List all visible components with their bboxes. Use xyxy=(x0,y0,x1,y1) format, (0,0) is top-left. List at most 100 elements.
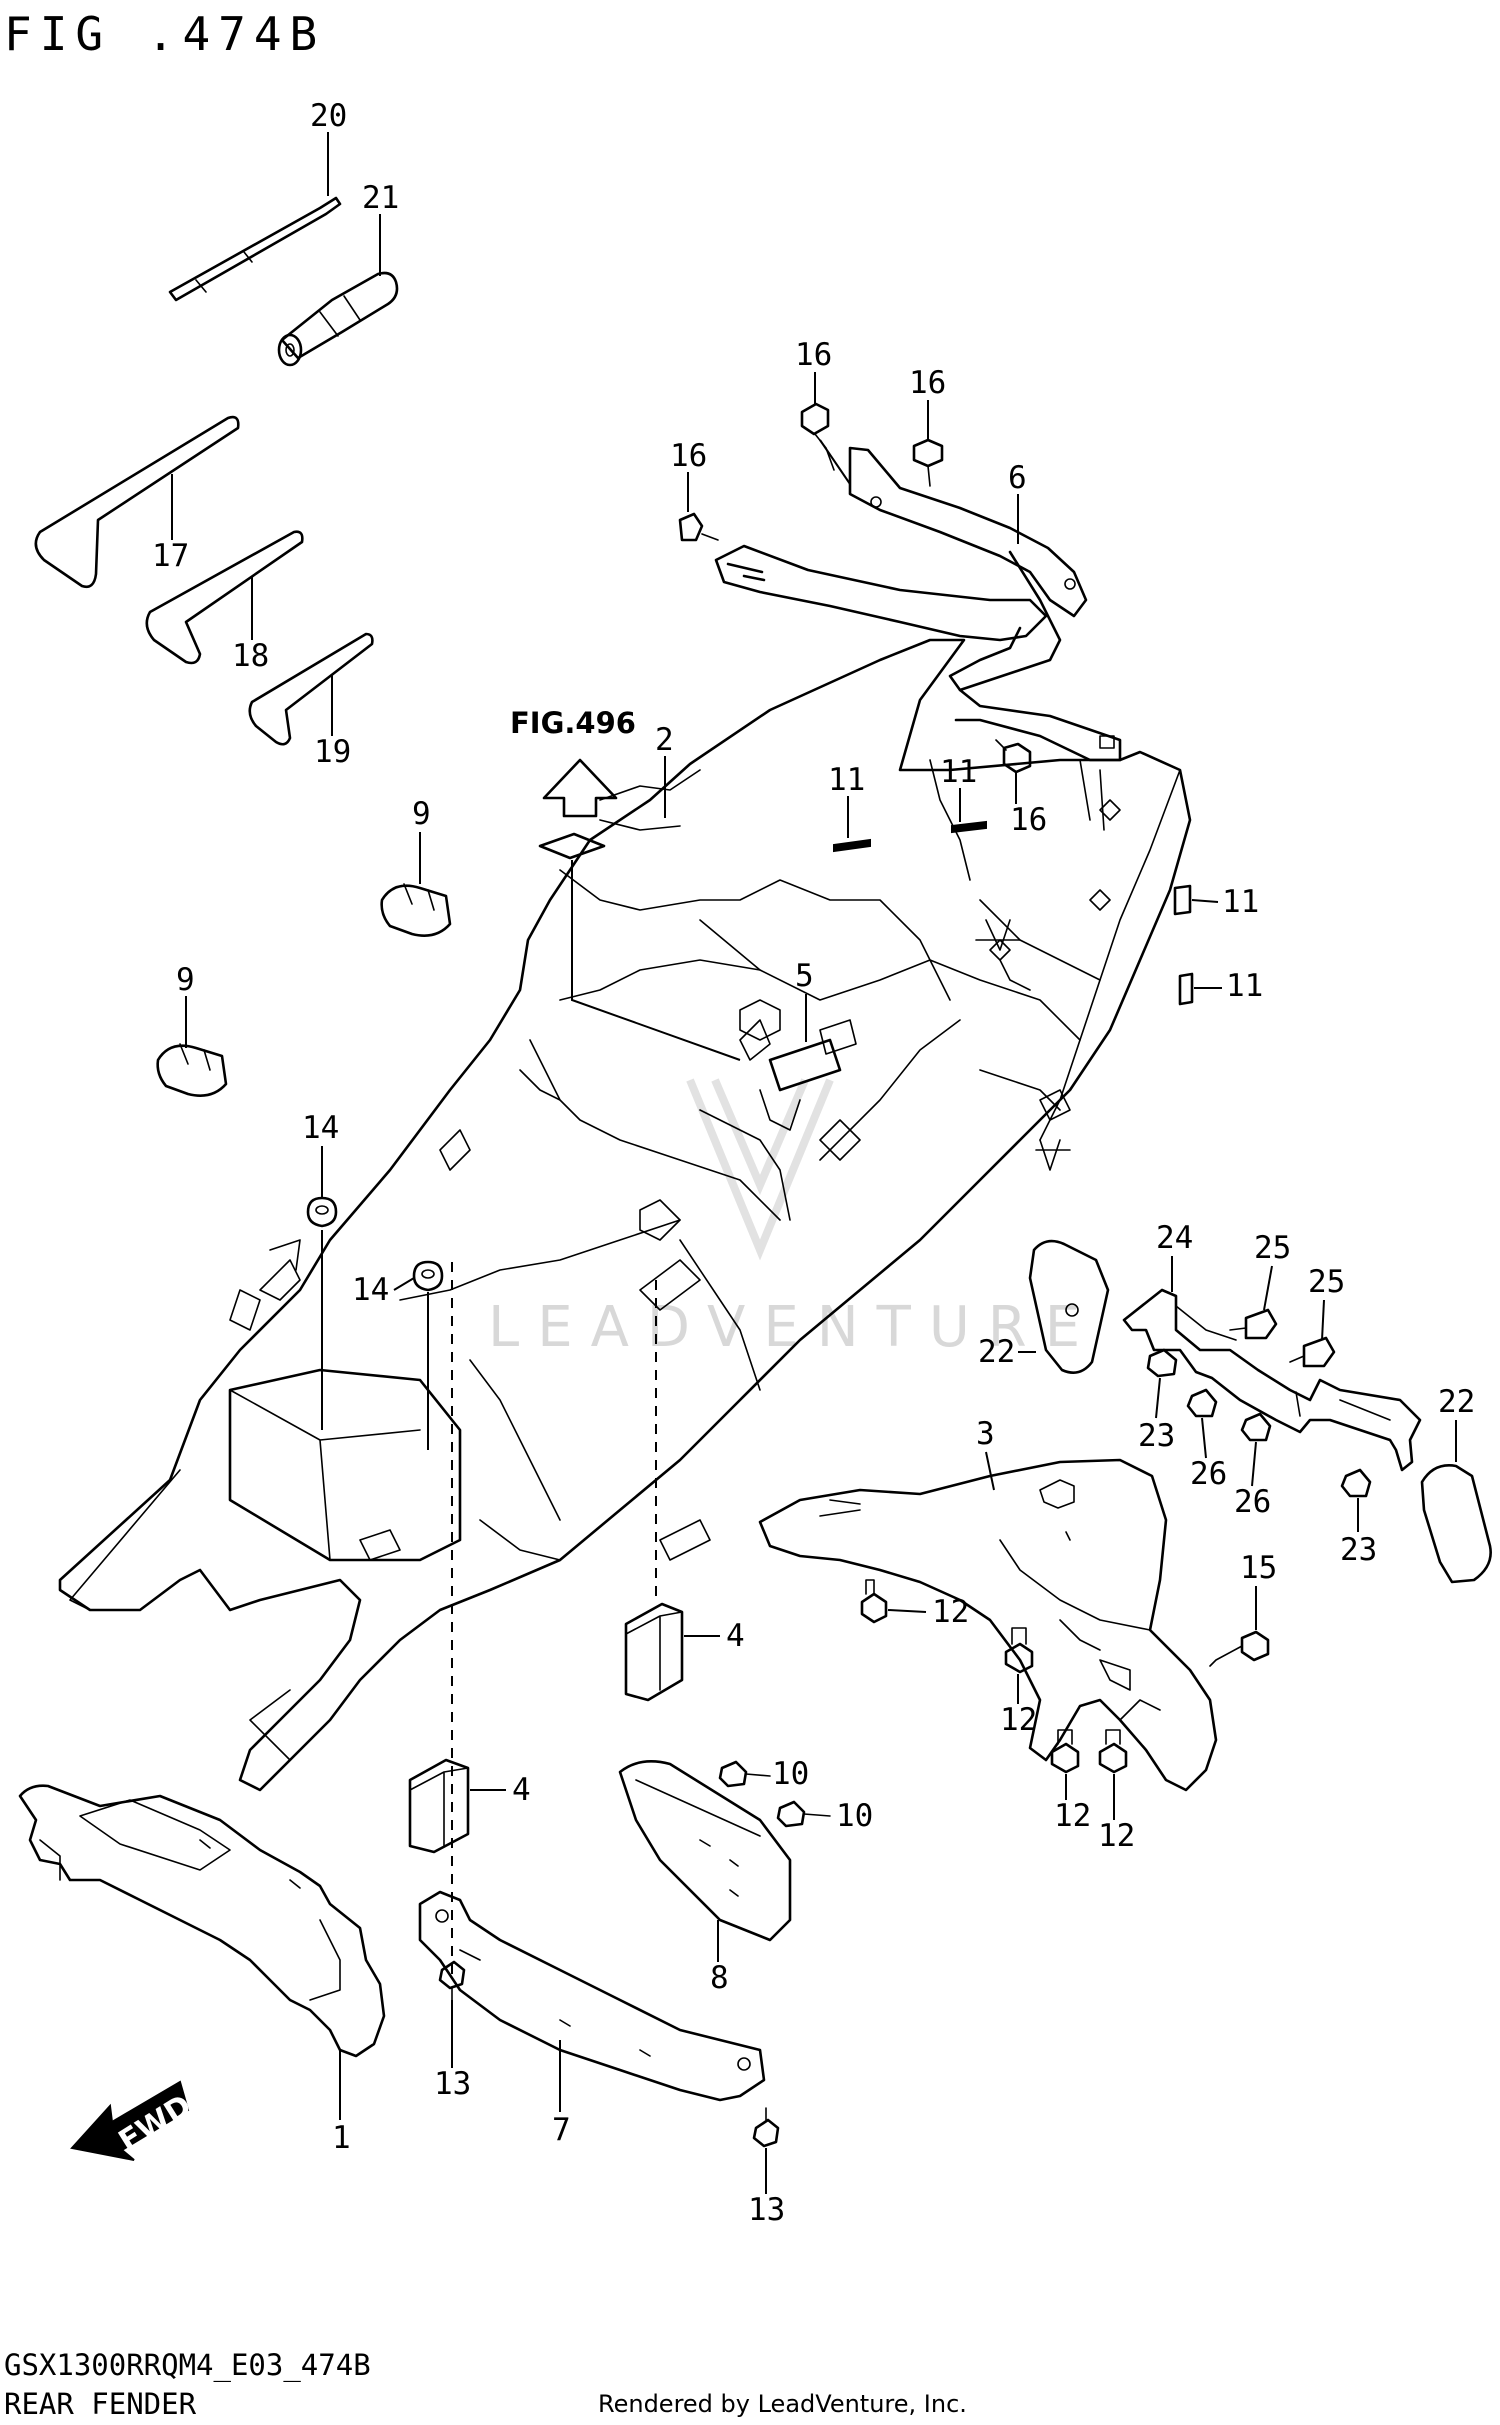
part-4-damper-lower xyxy=(408,1758,470,1854)
watermark-text: LEADVENTURE xyxy=(488,1295,1098,1360)
part-4-damper-upper xyxy=(624,1602,684,1702)
part-6-seat-rail-bracket xyxy=(714,446,1122,762)
part-3-mud-guard xyxy=(758,1458,1218,1792)
callout-25b: 25 xyxy=(1308,1264,1345,1300)
part-12-bolt-b xyxy=(1004,1627,1034,1674)
callout-16d: 16 xyxy=(1010,802,1047,838)
part-22-reflector-upper xyxy=(1028,1239,1110,1374)
part-19-hex-wrench-small xyxy=(248,632,374,746)
part-22-reflector-lower xyxy=(1420,1464,1492,1584)
part-8-cover-plate xyxy=(618,1760,792,1942)
callout-16a: 16 xyxy=(795,337,832,373)
callout-12a: 12 xyxy=(932,1594,969,1630)
part-18-hex-wrench-medium xyxy=(145,530,304,665)
part-14-nut-b xyxy=(412,1260,444,1292)
part-25-screw-b xyxy=(1289,1336,1336,1368)
callout-14b: 14 xyxy=(352,1272,389,1308)
callout-9b: 9 xyxy=(176,962,195,998)
part-26-nut-b xyxy=(1240,1412,1272,1442)
part-13-screw-a xyxy=(438,1960,466,2001)
callout-10b: 10 xyxy=(836,1798,873,1834)
forward-direction-indicator: FWD xyxy=(70,2080,198,2161)
part-16-bolt-c xyxy=(678,512,719,542)
part-12-bolt-c xyxy=(1050,1729,1080,1774)
part-24-license-bracket xyxy=(1122,1288,1422,1472)
part-12-bolt-a xyxy=(860,1579,888,1624)
part-21-screwdriver-handle xyxy=(277,271,399,367)
figure-reference: FIG.496 xyxy=(510,706,741,1061)
figure-reference-label: FIG.496 xyxy=(510,706,636,740)
callout-11b: 11 xyxy=(940,754,977,790)
callout-13b: 13 xyxy=(748,2192,785,2228)
render-credit: Rendered by LeadVenture, Inc. xyxy=(598,2390,967,2418)
callout-22a: 22 xyxy=(978,1334,1015,1370)
callout-19: 19 xyxy=(314,734,351,770)
callout-26a: 26 xyxy=(1190,1456,1227,1492)
callout-3: 3 xyxy=(976,1416,995,1452)
callout-4a: 4 xyxy=(726,1618,745,1654)
callout-22b: 22 xyxy=(1438,1384,1475,1420)
part-16-bolt-d xyxy=(995,739,1032,774)
section-name: REAR FENDER xyxy=(4,2387,197,2421)
callout-4b: 4 xyxy=(512,1772,531,1808)
callout-14a: 14 xyxy=(302,1110,339,1146)
part-25-screw-a xyxy=(1229,1308,1278,1340)
callout-17: 17 xyxy=(152,538,189,574)
part-1-side-cover xyxy=(18,1784,386,2058)
callout-20: 20 xyxy=(310,98,347,134)
part-20-screwdriver-bit xyxy=(168,196,342,302)
part-11-tape-a xyxy=(833,838,871,853)
callout-12b: 12 xyxy=(1000,1702,1037,1738)
part-16-bolt-a xyxy=(800,402,851,485)
figure-title: FIG .474B xyxy=(4,7,325,61)
part-7-bracket-plate xyxy=(418,1890,766,2102)
part-9-clip-lower xyxy=(156,1043,228,1097)
part-11-tape-c xyxy=(1173,884,1192,916)
callout-21: 21 xyxy=(362,180,399,216)
part-16-bolt-b xyxy=(912,438,944,487)
part-11-tape-d xyxy=(1178,972,1194,1006)
callout-24: 24 xyxy=(1156,1220,1193,1256)
up-arrow-icon xyxy=(542,758,618,818)
callout-9a: 9 xyxy=(412,796,431,832)
part-23-nut-a xyxy=(1146,1348,1178,1378)
callout-7: 7 xyxy=(552,2112,571,2148)
callout-1: 1 xyxy=(332,2120,351,2156)
part-12-bolt-d xyxy=(1098,1729,1128,1774)
callout-5: 5 xyxy=(795,958,814,994)
callout-18: 18 xyxy=(232,638,269,674)
callout-26b: 26 xyxy=(1234,1484,1271,1520)
callout-25a: 25 xyxy=(1254,1230,1291,1266)
part-11-tape-b xyxy=(951,820,987,834)
callout-8: 8 xyxy=(710,1960,729,1996)
callout-labels: 20 21 16 16 16 6 17 18 19 2 11 11 16 11 … xyxy=(152,98,1475,2228)
model-code: GSX1300RRQM4_E03_474B xyxy=(4,2348,371,2383)
callout-16c: 16 xyxy=(670,438,707,474)
callout-12d: 12 xyxy=(1098,1818,1135,1854)
callout-13a: 13 xyxy=(434,2066,471,2102)
callout-11d: 11 xyxy=(1226,968,1263,1004)
callout-12c: 12 xyxy=(1054,1798,1091,1834)
callout-10a: 10 xyxy=(772,1756,809,1792)
callout-6: 6 xyxy=(1008,460,1027,496)
part-10-screw-b xyxy=(776,1800,831,1828)
callout-15: 15 xyxy=(1240,1550,1277,1586)
part-26-nut-a xyxy=(1186,1388,1218,1418)
part-14-nut-a xyxy=(306,1196,338,1228)
callout-16b: 16 xyxy=(909,365,946,401)
callout-11a: 11 xyxy=(828,762,865,798)
part-10-screw-a xyxy=(718,1760,771,1788)
part-2-rear-fender xyxy=(58,638,1192,1792)
part-17-hex-wrench-large xyxy=(34,415,240,589)
forward-arrow-icon xyxy=(70,2080,190,2161)
callout-23b: 23 xyxy=(1340,1532,1377,1568)
callout-11c: 11 xyxy=(1222,884,1259,920)
part-15-bolt xyxy=(1209,1630,1270,1667)
callout-23a: 23 xyxy=(1138,1418,1175,1454)
part-9-clip-upper xyxy=(380,883,452,937)
callout-2: 2 xyxy=(655,722,674,758)
watermark: LEADVENTURE xyxy=(488,1078,1098,1360)
part-13-screw-b xyxy=(752,2107,780,2148)
part-23-nut-b xyxy=(1340,1468,1372,1498)
